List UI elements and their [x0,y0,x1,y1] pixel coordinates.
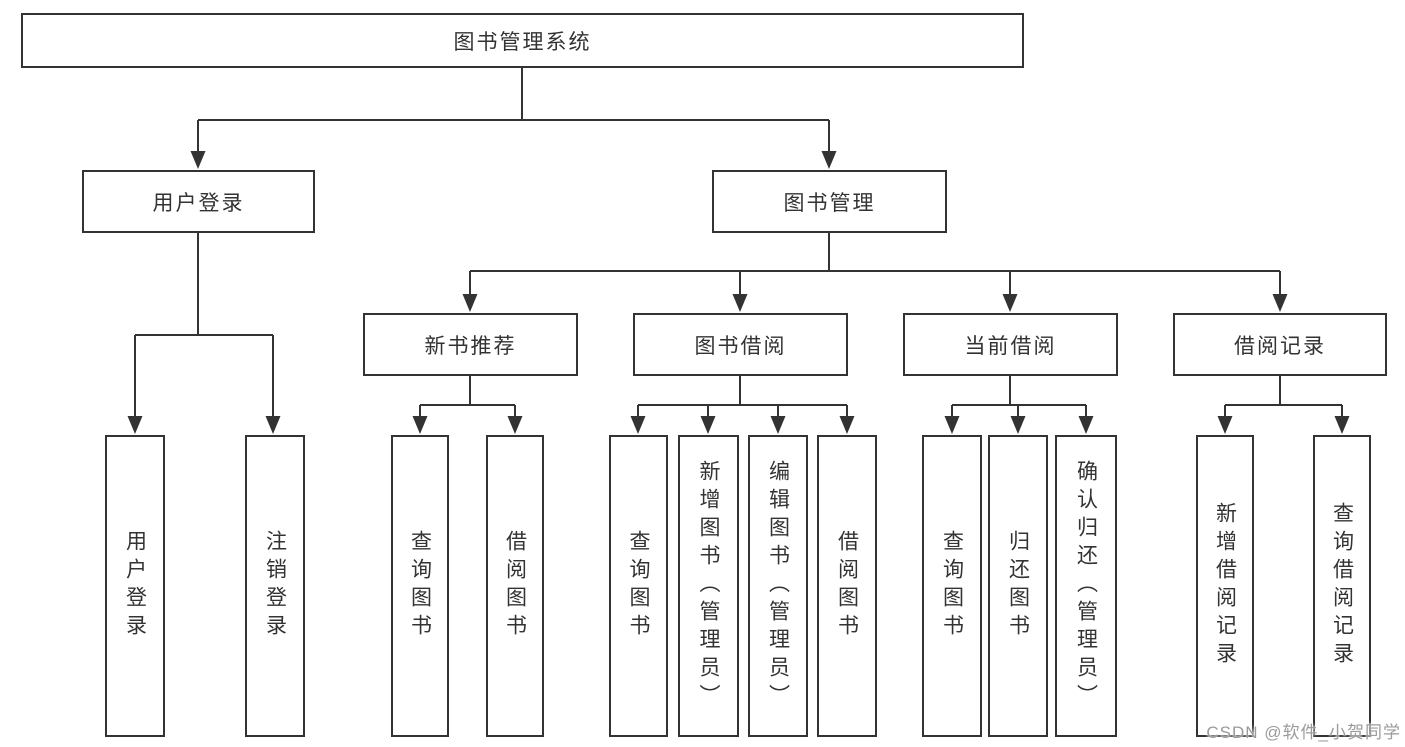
node-label: 新书推荐 [424,334,517,358]
csdn-watermark: CSDN @软件_小贺同学 [1206,723,1401,742]
node-new-book-recommend: 新书推荐 [363,313,578,376]
node-library-system: 图书管理系统 [21,13,1024,68]
leaf-edit-book-admin: 编辑图书（管理员） [748,435,808,737]
leaf-label: 注销登录 [263,530,287,642]
leaf-query-book-current: 查询图书 [922,435,982,737]
leaf-query-book-recommend: 查询图书 [391,435,449,737]
node-book-borrow: 图书借阅 [633,313,848,376]
leaf-label: 新增图书（管理员） [697,460,720,712]
node-current-borrow: 当前借阅 [903,313,1118,376]
leaf-query-borrow-record: 查询借阅记录 [1313,435,1371,737]
leaf-label: 查询图书 [940,530,964,642]
leaf-label: 查询图书 [627,530,650,642]
node-user-login: 用户登录 [82,170,315,233]
leaf-label: 借阅图书 [503,530,527,642]
node-label: 用户登录 [152,191,245,215]
node-book-management: 图书管理 [712,170,947,233]
leaf-add-book-admin: 新增图书（管理员） [678,435,739,737]
node-label: 借阅记录 [1234,334,1326,358]
leaf-label: 查询借阅记录 [1330,502,1354,670]
leaf-label: 新增借阅记录 [1213,502,1237,670]
leaf-label: 查询图书 [408,530,432,642]
leaf-label: 用户登录 [123,530,147,642]
leaf-label: 借阅图书 [835,530,859,642]
node-label: 当前借阅 [964,334,1057,358]
arrowheads [127,151,1350,434]
leaf-confirm-return-admin: 确认归还（管理员） [1055,435,1117,737]
leaf-borrow-book: 借阅图书 [817,435,877,737]
leaf-add-borrow-record: 新增借阅记录 [1196,435,1254,737]
node-label: 图书借阅 [694,334,787,358]
leaf-user-login: 用户登录 [105,435,165,737]
leaf-borrow-book-recommend: 借阅图书 [486,435,544,737]
node-label: 图书管理系统 [453,30,592,54]
leaf-logout: 注销登录 [245,435,305,737]
leaf-return-book: 归还图书 [988,435,1048,737]
leaf-label: 归还图书 [1006,530,1030,642]
node-borrow-records: 借阅记录 [1173,313,1387,376]
leaf-label: 编辑图书（管理员） [766,460,790,712]
node-label: 图书管理 [783,191,876,215]
leaf-query-book-borrow: 查询图书 [609,435,668,737]
leaf-label: 确认归还（管理员） [1074,460,1098,712]
